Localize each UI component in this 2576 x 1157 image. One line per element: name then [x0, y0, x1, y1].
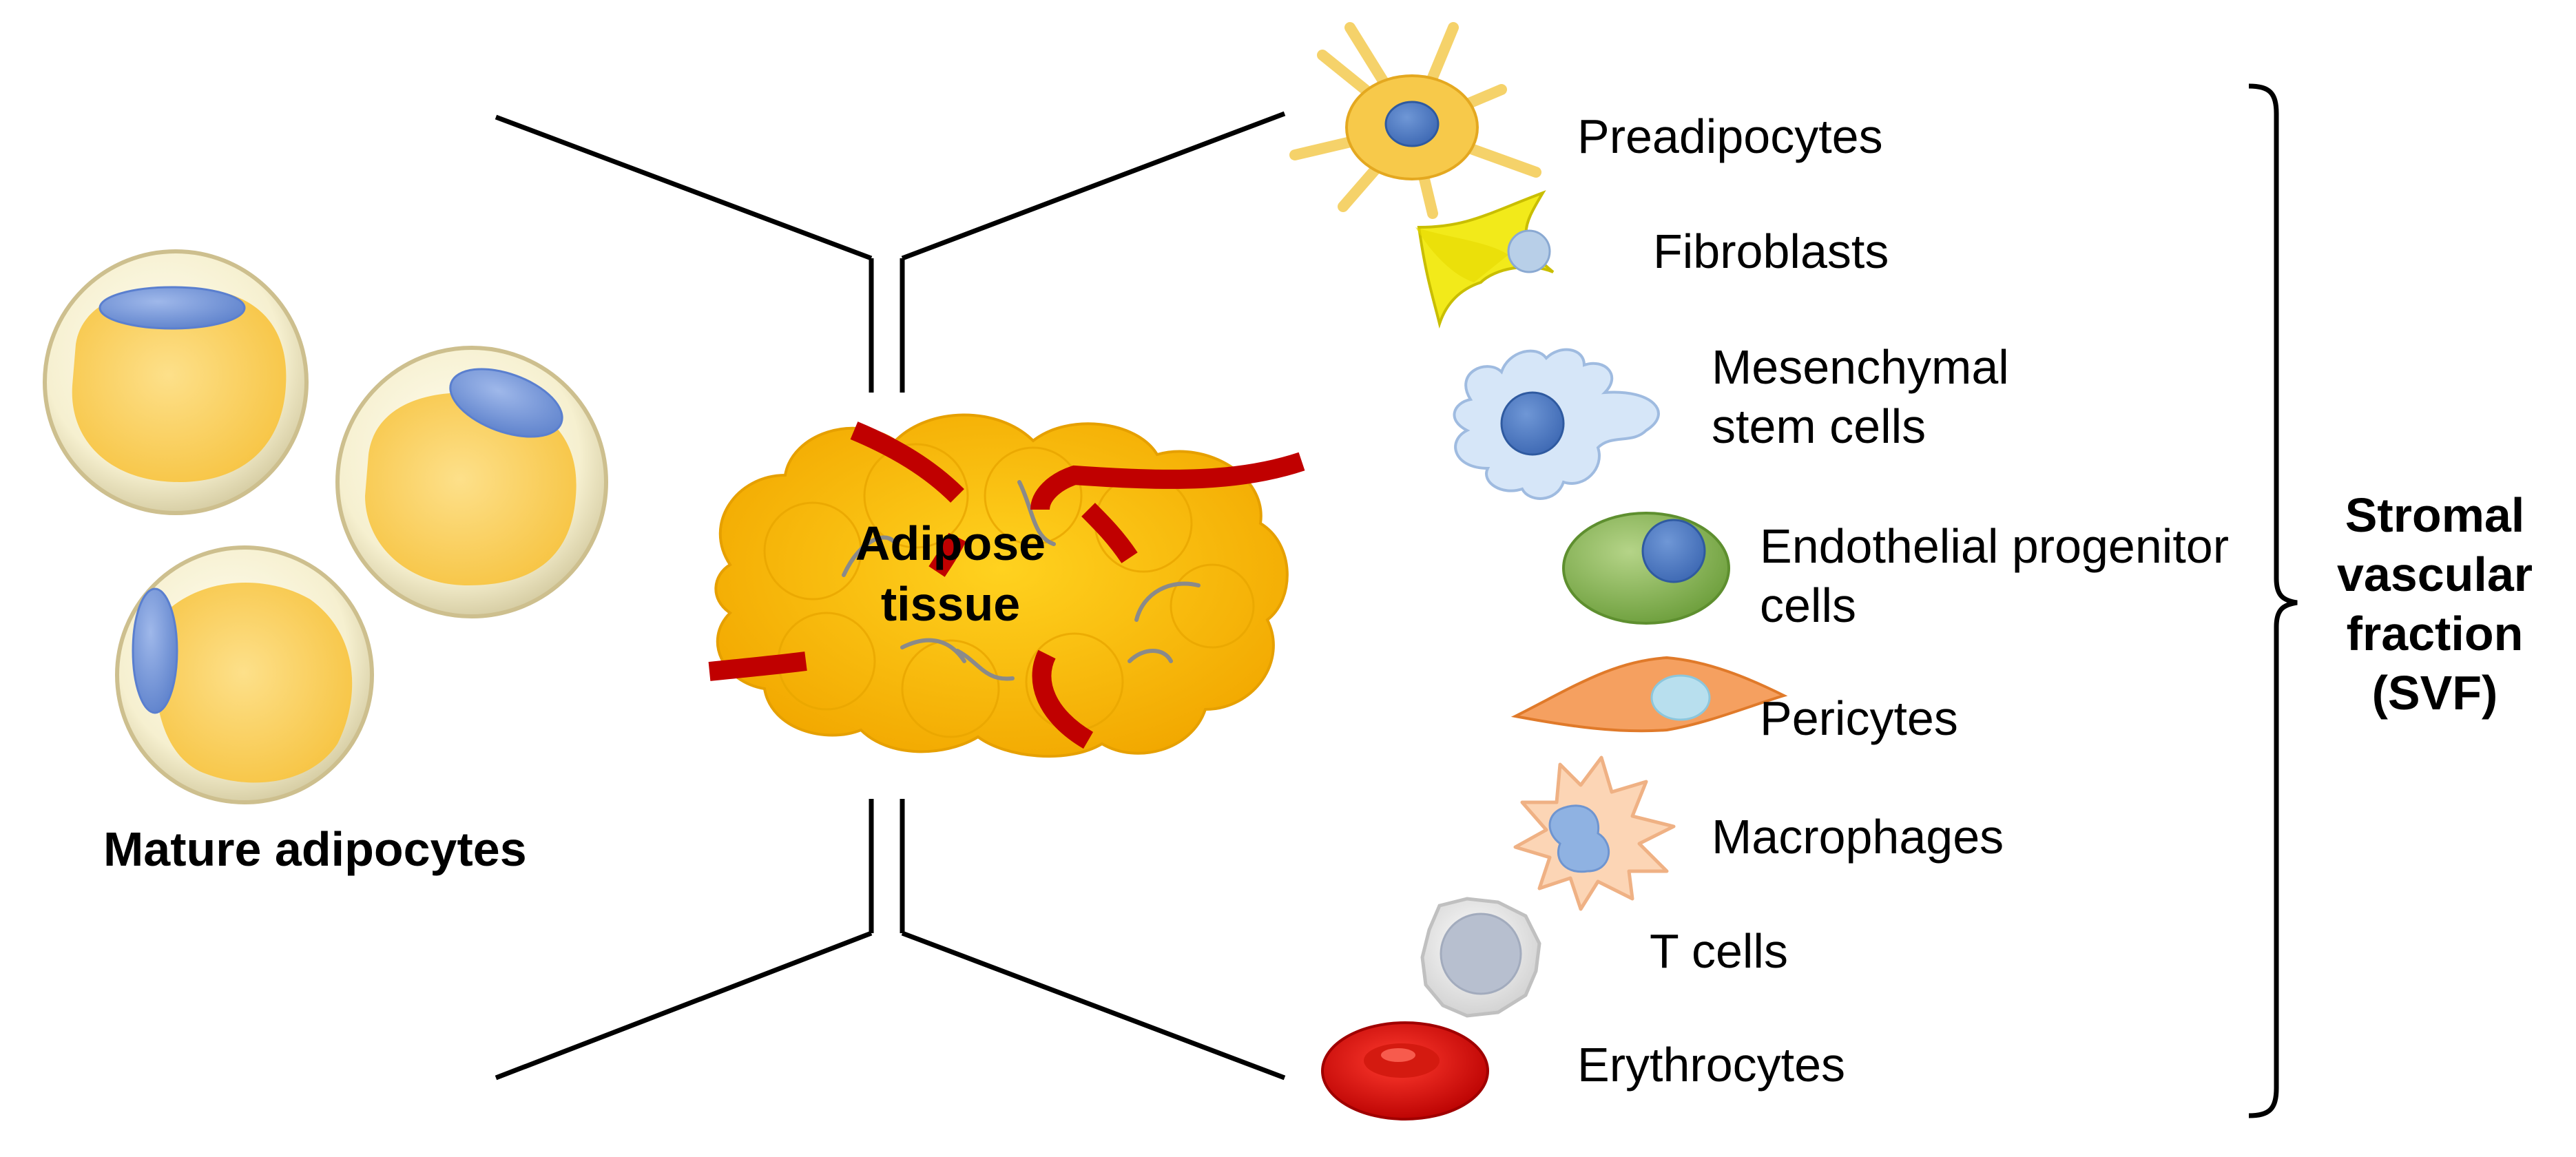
- fibroblast-icon: [1415, 190, 1555, 329]
- connector-lines: [495, 111, 1286, 1081]
- svf-label: Stromal vascular fraction (SVF): [2307, 486, 2562, 722]
- svf-label-line2: vascular: [2336, 548, 2533, 601]
- macrophages-label: Macrophages: [1712, 810, 2004, 864]
- adipocyte-cell: [43, 249, 309, 515]
- preadipocytes-label: Preadipocytes: [1577, 110, 1883, 163]
- adipocyte-cell: [335, 346, 608, 618]
- endothelial-progenitor-cells-label: Endothelial progenitor cells: [1760, 517, 2229, 635]
- adipose-tissue-label: Adipose tissue: [847, 513, 1054, 634]
- endothelial-label-line1: Endothelial progenitor: [1760, 519, 2230, 573]
- svf-label-line4: (SVF): [2371, 666, 2498, 720]
- endothelial-label-line2: cells: [1760, 578, 1857, 632]
- adipose-tissue-icon: [708, 413, 1305, 758]
- mesenchymal-stem-cell-icon: [1453, 348, 1660, 500]
- preadipocyte-icon: [1289, 22, 1541, 219]
- mature-adipocytes-label: Mature adipocytes: [103, 822, 527, 876]
- adipose-tissue-label-line2: tissue: [880, 577, 1021, 631]
- mesenchymal-label-line1: Mesenchymal: [1712, 340, 2009, 394]
- pericytes-label: Pericytes: [1760, 691, 1958, 745]
- erythrocyte-icon: [1321, 1021, 1489, 1120]
- fibroblasts-label: Fibroblasts: [1653, 225, 1889, 278]
- mature-adipocytes-group: [43, 249, 608, 804]
- svf-bracket: [2248, 83, 2298, 1118]
- svf-label-line1: Stromal: [2345, 488, 2525, 542]
- svf-label-line3: fraction: [2346, 607, 2524, 660]
- t-cell-icon: [1420, 897, 1541, 1018]
- mesenchymal-label-line2: stem cells: [1712, 399, 1926, 453]
- macrophage-icon: [1513, 755, 1676, 911]
- mesenchymal-stem-cells-label: Mesenchymal stem cells: [1712, 337, 2009, 456]
- adipose-tissue-label-line1: Adipose: [855, 517, 1046, 570]
- endothelial-progenitor-cell-icon: [1562, 512, 1730, 625]
- t-cells-label: T cells: [1650, 924, 1788, 978]
- erythrocytes-label: Erythrocytes: [1577, 1038, 1845, 1092]
- adipocyte-cell: [115, 545, 374, 804]
- pericyte-icon: [1510, 656, 1788, 733]
